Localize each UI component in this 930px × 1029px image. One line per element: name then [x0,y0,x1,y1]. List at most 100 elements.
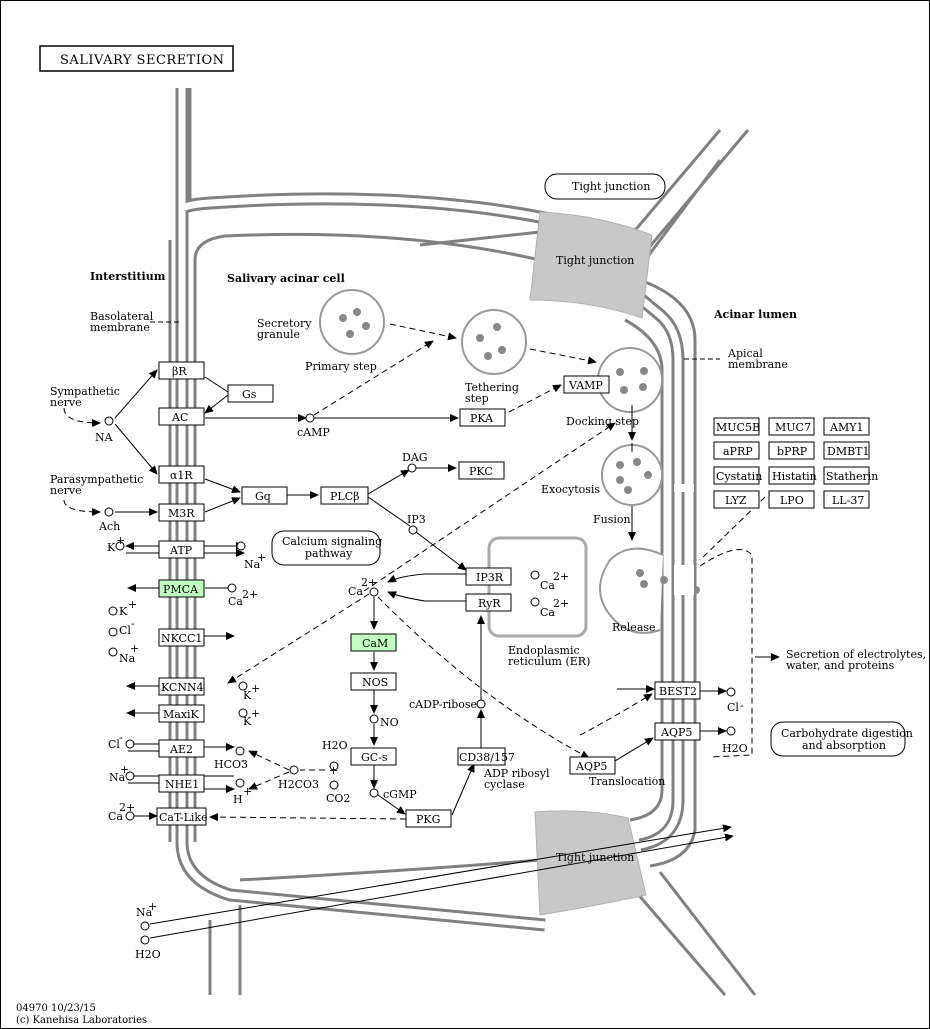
svg-text:AMY1: AMY1 [829,421,863,434]
tight-junction-legend[interactable]: Tight junction [544,173,666,200]
map-id: 04970 10/23/15 [16,1003,96,1014]
gene-a1R[interactable]: α1R [158,465,205,484]
compound-cADP-ribose[interactable]: cADP-ribose [409,698,477,711]
compound-H2O[interactable]: H2O [322,739,348,752]
gene-VAMP[interactable]: VAMP [563,375,610,394]
svg-text:Gs: Gs [242,388,257,401]
svg-text:NHE1: NHE1 [165,778,199,791]
copyright: (c) Kanehisa Laboratories [16,1015,147,1026]
svg-text:+: + [116,534,125,547]
ion-Ca-catlike[interactable]: Ca2+ [108,801,135,823]
svg-text:2+: 2+ [361,576,377,589]
gene-NOS[interactable]: NOS [350,672,397,691]
ion-Cl-best2[interactable]: Cl- [727,699,744,714]
gene-MUC7[interactable]: MUC7 [768,417,815,436]
svg-text:ATP: ATP [169,544,193,557]
gene-LL-37[interactable]: LL-37 [823,490,870,509]
ion-Cl-ae2[interactable]: Cl- [108,731,123,751]
fusion-label: Fusion [593,513,631,526]
compound-DAG[interactable]: DAG [402,451,428,464]
svg-text:PLCβ: PLCβ [330,490,359,503]
gene-M3R[interactable]: M3R [158,503,205,522]
svg-text:IP3R: IP3R [476,571,504,584]
gene-RyR[interactable]: RyR [465,593,512,612]
svg-text:Secretory: Secretory [257,317,312,330]
ion-Ca-cytosol[interactable]: Ca2+ [348,576,377,598]
gene-ATP[interactable]: ATP [158,540,205,559]
gene-NKCC1[interactable]: NKCC1 [158,628,205,647]
gene-BEST2[interactable]: BEST2 [654,681,701,700]
gene-AMY1[interactable]: AMY1 [823,417,870,436]
gene-IP3R[interactable]: IP3R [465,567,512,586]
gene-bR[interactable]: βR [158,361,205,380]
ion-H-nhe1[interactable]: H+ [233,785,252,806]
gene-LYZ[interactable]: LYZ [713,490,760,509]
ion-K-atp-in[interactable]: K+ [107,534,125,554]
svg-text:Cystatin: Cystatin [716,470,762,483]
svg-text:Histatin: Histatin [772,470,817,483]
ion-Ca-ryr[interactable]: Ca2+ [540,597,569,619]
gene-CaM[interactable]: CaM [350,633,397,652]
secretory-granule-tethering [461,309,527,375]
gene-LPO[interactable]: LPO [768,490,815,509]
svg-text:LPO: LPO [780,494,804,507]
gene-CaT-Like[interactable]: CaT-Like [156,807,208,826]
compound-CO2[interactable]: CO2 [326,792,350,805]
compound-cAMP[interactable]: cAMP [297,426,330,439]
svg-text:Endoplasmic: Endoplasmic [508,644,580,657]
ion-Na-nhe1[interactable]: Na+ [109,763,129,784]
svg-text:Na: Na [244,558,261,571]
gene-Histatin[interactable]: Histatin [768,466,817,485]
svg-text:Na: Na [136,906,153,919]
svg-text:+: + [251,682,260,695]
gene-PKG[interactable]: PKG [405,809,452,828]
gene-bPRP[interactable]: bPRP [768,441,815,460]
gene-AQP5-apical[interactable]: AQP5 [654,722,701,741]
ion-K-maxik[interactable]: K+ [243,707,260,728]
ion-Cl-nkcc1[interactable]: Cl- [119,617,135,637]
compound-H2O-aqp5[interactable]: H2O [722,742,748,755]
compound-H2O-paracellular[interactable]: H2O [135,948,161,961]
gene-DMBT1[interactable]: DMBT1 [823,441,870,460]
gene-PKC[interactable]: PKC [458,461,505,480]
svg-text:K: K [119,605,128,618]
gene-Cystatin[interactable]: Cystatin [713,466,762,485]
gene-AE2[interactable]: AE2 [158,739,205,758]
gene-KCNN4[interactable]: KCNN4 [158,677,205,696]
calcium-signaling-pathway-link[interactable]: Calcium signaling pathway [271,530,382,566]
compound-cGMP[interactable]: cGMP [383,788,417,801]
svg-text:2+: 2+ [553,570,569,583]
gene-CD38[interactable]: CD38/157 [457,747,515,766]
svg-text:+: + [257,551,266,564]
map-title[interactable]: SALIVARY SECRETION [39,45,234,72]
gene-GC-s[interactable]: GC-s [350,747,397,766]
ion-K-nkcc1[interactable]: K+ [119,598,137,618]
er-label: Endoplasmic reticulum (ER) [508,644,590,668]
gene-AC[interactable]: AC [158,407,205,426]
gene-PMCA[interactable]: PMCA [158,579,205,598]
gene-MaxiK[interactable]: MaxiK [158,704,205,723]
ion-Na-nkcc1[interactable]: Na+ [119,642,139,665]
compound-NO[interactable]: NO [380,716,399,729]
compound-Ach[interactable]: Ach [98,520,120,533]
gene-Gq[interactable]: Gq [241,486,288,505]
ion-Ca-ip3r[interactable]: Ca2+ [540,570,569,592]
ion-Na-paracellular[interactable]: Na+ [136,900,157,919]
gene-PLCb[interactable]: PLCβ [320,486,369,505]
gene-Gs[interactable]: Gs [227,384,274,403]
gene-aPRP[interactable]: aPRP [713,441,760,460]
ion-Na-atp[interactable]: Na+ [244,551,266,571]
compound-NA[interactable]: NA [95,431,114,444]
ion-K-kcnn4[interactable]: K+ [243,682,260,702]
compound-H2CO3[interactable]: H2CO3 [278,778,319,791]
compound-IP3[interactable]: IP3 [407,513,426,526]
gene-AQP5-vesicle[interactable]: AQP5 [569,756,616,775]
gene-Statherin[interactable]: Statherin [823,466,878,485]
gene-PKA[interactable]: PKA [459,408,506,427]
svg-text:MaxiK: MaxiK [163,708,200,721]
ion-HCO3-ae2[interactable]: HCO3- [214,754,248,771]
gene-NHE1[interactable]: NHE1 [158,774,205,793]
carbohydrate-digestion-pathway-link[interactable]: Carbohydrate digestion and absorption [770,721,913,757]
ion-Ca-pmca[interactable]: Ca2+ [228,588,258,608]
gene-MUC5B[interactable]: MUC5B [713,417,760,436]
